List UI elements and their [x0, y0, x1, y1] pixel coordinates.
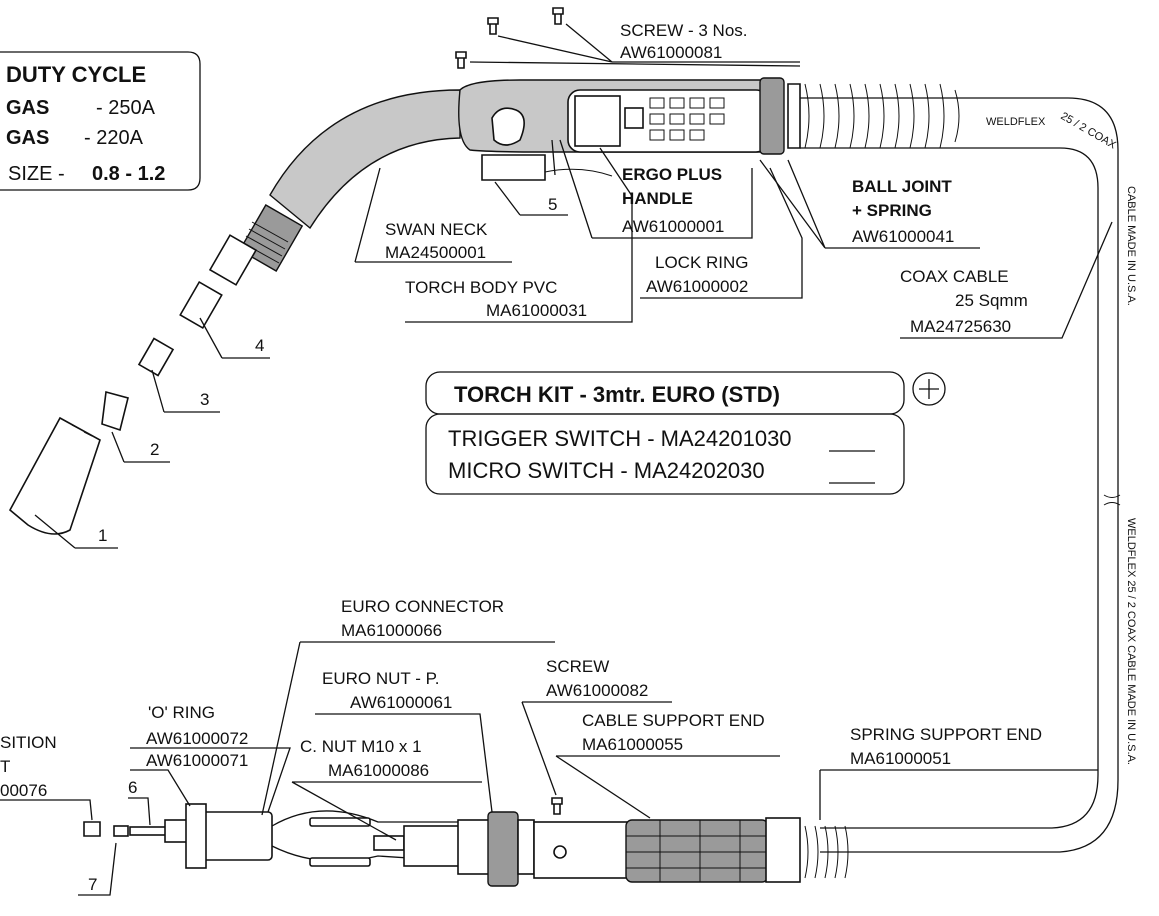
label-ergo-2: HANDLE	[622, 189, 693, 208]
label-torch-body-code: MA61000031	[486, 301, 587, 320]
label-spring-support: SPRING SUPPORT END	[850, 725, 1042, 744]
label-ball-joint-2: + SPRING	[852, 201, 932, 220]
leaders-bottom	[0, 641, 1098, 841]
part-callouts	[34, 317, 270, 896]
label-ergo-code: AW61000001	[622, 217, 724, 236]
label-cable-support-code: MA61000055	[582, 735, 683, 754]
label-lock-ring-code: AW61000002	[646, 277, 748, 296]
label-cable-support: CABLE SUPPORT END	[582, 711, 765, 730]
label-screw-3: SCREW - 3 Nos.	[620, 21, 748, 40]
cable-print-made-top: CABLE MADE IN U.S.A.	[1125, 186, 1137, 306]
label-torch-body: TORCH BODY PVC	[405, 278, 557, 297]
torch-kit-title: TORCH KIT - 3mtr. EURO (STD)	[454, 382, 780, 407]
torch-handle	[458, 79, 781, 181]
part-number-4: 4	[255, 336, 264, 355]
euro-connector-assembly	[83, 797, 849, 887]
duty-row2-label: GAS	[6, 127, 49, 149]
duty-cycle-box: DUTY CYCLE GAS - 250A GAS - 220A SIZE - …	[0, 51, 201, 191]
torch-kit-trigger: TRIGGER SWITCH - MA24201030	[448, 426, 792, 451]
label-ball-joint-1: BALL JOINT	[852, 177, 952, 196]
label-euro-connector-code: MA61000066	[341, 621, 442, 640]
label-o-ring: 'O' RING	[148, 703, 215, 722]
cable-print-made-bottom: WELDFLEX 25 / 2 COAX CABLE MADE IN U.S.A…	[1125, 518, 1137, 765]
label-screw: SCREW	[546, 657, 609, 676]
swan-neck	[208, 89, 461, 286]
label-euro-nut-code: AW61000061	[350, 693, 452, 712]
label-swan-neck: SWAN NECK	[385, 220, 488, 239]
coax-cable	[800, 97, 1121, 853]
label-screw-3-code: AW61000081	[620, 43, 722, 62]
part-number-3: 3	[200, 390, 209, 409]
torch-kit-micro: MICRO SWITCH - MA24202030	[448, 458, 765, 483]
consumables	[8, 280, 223, 535]
part-number-6: 6	[128, 778, 137, 797]
leaders-top	[354, 139, 1113, 339]
duty-row1-label: GAS	[6, 97, 49, 119]
label-ball-joint-code: AW61000041	[852, 227, 954, 246]
part-number-5: 5	[548, 195, 557, 214]
label-position-1: SITION	[0, 733, 57, 752]
torch-kit-box: TORCH KIT - 3mtr. EURO (STD) TRIGGER SWI…	[425, 371, 946, 495]
duty-row1-value: - 250A	[96, 97, 156, 119]
label-lock-ring: LOCK RING	[655, 253, 749, 272]
label-euro-connector: EURO CONNECTOR	[341, 597, 504, 616]
plus-circle-icon	[912, 372, 946, 406]
label-c-nut-code: MA61000086	[328, 761, 429, 780]
label-o-ring-code-1: AW61000072	[146, 729, 248, 748]
label-spring-support-code: MA61000051	[850, 749, 951, 768]
cable-print-weldflex: WELDFLEX	[986, 116, 1046, 128]
label-euro-nut: EURO NUT - P.	[322, 669, 439, 688]
duty-cycle-title: DUTY CYCLE	[6, 62, 146, 87]
label-position-2: T	[0, 757, 10, 776]
label-swan-neck-code: MA24500001	[385, 243, 486, 262]
label-position-code: 00076	[0, 781, 47, 800]
part-number-2: 2	[150, 440, 159, 459]
duty-size-label: SIZE -	[8, 163, 65, 185]
duty-row2-value: - 220A	[84, 127, 144, 149]
ball-joint-spring	[759, 77, 960, 155]
label-c-nut: C. NUT M10 x 1	[300, 737, 422, 756]
label-screw-code: AW61000082	[546, 681, 648, 700]
label-ergo-1: ERGO PLUS	[622, 165, 722, 184]
duty-size-value: 0.8 - 1.2	[92, 163, 165, 185]
screw-icons-top	[455, 7, 801, 69]
part-number-7: 7	[88, 875, 97, 894]
label-o-ring-code-2: AW61000071	[146, 751, 248, 770]
label-coax: COAX CABLE	[900, 267, 1009, 286]
label-coax-code: MA24725630	[910, 317, 1011, 336]
label-coax-size: 25 Sqmm	[955, 291, 1028, 310]
part-number-1: 1	[98, 526, 107, 545]
